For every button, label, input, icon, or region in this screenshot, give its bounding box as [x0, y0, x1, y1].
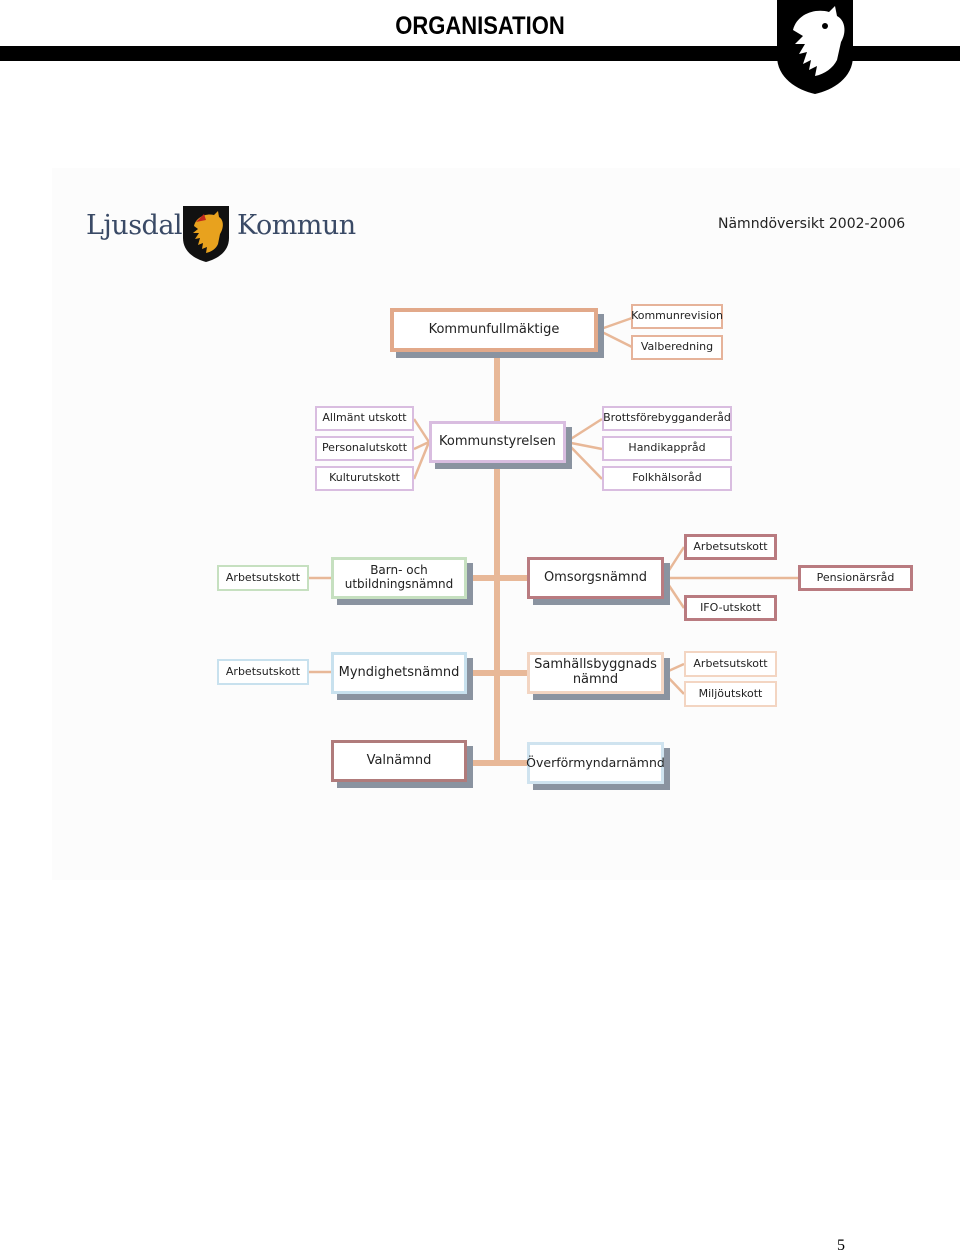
coat-of-arms-crest: [777, 0, 853, 94]
logo-name-right: Kommun: [237, 210, 356, 241]
omsorgsnamnd-box: Omsorgsnämnd: [527, 557, 664, 599]
kommunstyrelsen-box: Kommunstyrelsen: [429, 421, 566, 463]
overformyndarnamnd-box: Överförmyndarnämnd: [526, 742, 665, 784]
allmant-utskott-box: Allmänt utskott: [315, 406, 414, 431]
myndighet-arbetsutskott-box: Arbetsutskott: [217, 659, 309, 685]
folkhalsorad-box: Folkhälsoråd: [602, 466, 732, 491]
samhall-arbetsutskott-box: Arbetsutskott: [684, 651, 777, 677]
pensionarsrad-box: Pensionärsråd: [798, 565, 913, 591]
barn-och-utbildningsnamnd-box: Barn- och utbildningsnämnd: [331, 557, 467, 599]
handikapprad-box: Handikappråd: [602, 436, 732, 461]
bun-arbetsutskott-box: Arbetsutskott: [217, 565, 309, 591]
document-subtitle: Nämndöversikt 2002-2006: [718, 216, 906, 232]
ifo-utskott-box: IFO-utskott: [684, 595, 777, 621]
page-title: ORGANISATION: [395, 12, 565, 40]
brottsforebyggande-rad-box: Brottsförebygganderåd: [602, 406, 732, 431]
page-number: 5: [837, 1237, 845, 1254]
valnamnd-box: Valnämnd: [331, 740, 467, 782]
kommunfullmaktige-box: Kommunfullmäktige: [390, 308, 598, 352]
miljoutskott-box: Miljöutskott: [684, 681, 777, 707]
samhallsbyggnadsnamnd-box: Samhällsbyggnads nämnd: [527, 652, 664, 694]
kommunrevision-box: Kommunrevision: [631, 304, 723, 329]
valberedning-box: Valberedning: [631, 335, 723, 360]
logo-name-left: Ljusdals: [86, 210, 196, 241]
title-bar: [0, 46, 960, 61]
kulturutskott-box: Kulturutskott: [315, 466, 414, 491]
municipal-shield-icon: [183, 206, 229, 262]
personalutskott-box: Personalutskott: [315, 436, 414, 461]
omsorg-arbetsutskott-box: Arbetsutskott: [684, 534, 777, 560]
myndighetsnamnd-box: Myndighetsnämnd: [331, 652, 467, 694]
